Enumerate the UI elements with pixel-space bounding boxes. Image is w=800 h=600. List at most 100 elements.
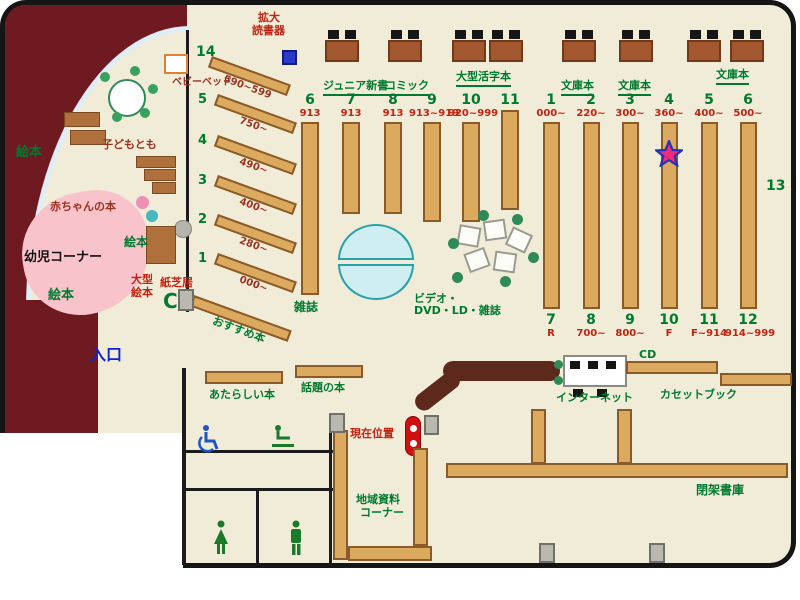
shelf-number: 4 bbox=[198, 133, 208, 148]
bookshelf bbox=[542, 122, 560, 309]
stool bbox=[554, 360, 563, 369]
bunko-label-c: 文庫本 bbox=[716, 68, 749, 85]
chair bbox=[492, 30, 503, 39]
bookshelf bbox=[582, 122, 600, 309]
shelf-range: R bbox=[547, 328, 555, 339]
ehon-label-top: 絵本 bbox=[16, 145, 43, 160]
cassette-shelf bbox=[720, 373, 792, 386]
bookshelf bbox=[295, 365, 363, 378]
computer bbox=[570, 361, 580, 369]
av-label-2: DVD・LD・雑誌 bbox=[414, 304, 501, 317]
shelf-range: 800~ bbox=[615, 328, 645, 339]
bookshelf bbox=[301, 122, 319, 295]
baby-changing-icon bbox=[270, 422, 296, 452]
bookshelf bbox=[333, 430, 348, 560]
reading-table bbox=[489, 40, 523, 62]
shelf-number-14: 14 bbox=[196, 44, 216, 60]
bookshelf-long bbox=[446, 463, 788, 478]
chair bbox=[622, 30, 633, 39]
star-marker-icon bbox=[653, 138, 685, 168]
av-carrel-desk bbox=[482, 218, 508, 242]
shelf-column: 4 360~ bbox=[646, 93, 692, 309]
shelf-range: 360~ bbox=[654, 108, 684, 119]
chair bbox=[750, 30, 761, 39]
yoji-corner-label: 幼児コーナー bbox=[24, 250, 103, 265]
shelf-column: 11 bbox=[487, 93, 533, 210]
kids-stool bbox=[140, 108, 150, 118]
shelf-number: 5 bbox=[704, 92, 714, 108]
reading-table bbox=[687, 40, 721, 62]
shelf-column: 5 400~ bbox=[686, 93, 732, 309]
av-label-1: ビデオ・ bbox=[414, 292, 458, 305]
shelf-column: 10 920~999 bbox=[448, 92, 499, 222]
shelf-range: 914~999 bbox=[725, 328, 776, 339]
kids-bench bbox=[70, 130, 106, 145]
shelf-range: 000~ bbox=[536, 108, 566, 119]
reading-table bbox=[562, 40, 596, 62]
shelf-range: 700~ bbox=[576, 328, 606, 339]
kids-steps bbox=[144, 169, 176, 181]
kids-bench bbox=[64, 112, 100, 127]
shelf-column-label: 7 R bbox=[528, 313, 574, 340]
shelf-number: 1 bbox=[546, 92, 556, 108]
shelf-range: F bbox=[665, 328, 673, 339]
shelf-13-label: 13 bbox=[766, 178, 786, 194]
shelf-number: 9 bbox=[625, 312, 635, 328]
kids-stool bbox=[148, 84, 158, 94]
chair bbox=[707, 30, 718, 39]
shelf-column: 3 300~ bbox=[607, 93, 653, 309]
cd-shelf bbox=[626, 361, 718, 374]
shelf-number: 6 bbox=[305, 92, 315, 108]
shelf-number: 6 bbox=[743, 92, 753, 108]
shelf-number: 10 bbox=[461, 92, 481, 108]
door-swing-mark: C bbox=[163, 289, 178, 313]
shelf-number: 11 bbox=[500, 92, 520, 108]
male-restroom-icon bbox=[286, 520, 306, 558]
av-stool bbox=[478, 210, 489, 221]
bunko-label-a: 文庫本 bbox=[561, 79, 594, 96]
shelf-number: 3 bbox=[625, 92, 635, 108]
ehon-label-bottom: 絵本 bbox=[48, 288, 75, 303]
internet-desk bbox=[563, 355, 627, 387]
kids-pink-stool bbox=[136, 196, 149, 209]
shelf-column: 6 500~ bbox=[725, 93, 771, 309]
baby-bed-label: ベビーベッド bbox=[172, 77, 232, 88]
cd-label: CD bbox=[639, 348, 657, 361]
pillar bbox=[329, 413, 345, 433]
av-stool bbox=[448, 238, 459, 249]
reading-table bbox=[730, 40, 764, 62]
kids-steps bbox=[152, 182, 176, 194]
entrance-label: 入口 bbox=[90, 345, 123, 364]
shelf-number: 10 bbox=[659, 312, 679, 328]
bookshelf bbox=[739, 122, 757, 309]
shelf-range: 913 bbox=[299, 108, 321, 119]
shelf-number: 8 bbox=[586, 312, 596, 328]
chair bbox=[408, 30, 419, 39]
computer bbox=[606, 361, 616, 369]
bookshelf bbox=[531, 409, 546, 464]
wall-toilet-v2 bbox=[256, 488, 259, 565]
local-materials-label-2: コーナー bbox=[360, 506, 404, 519]
kids-round-table bbox=[108, 79, 146, 117]
chair bbox=[573, 389, 583, 397]
chair bbox=[472, 30, 483, 39]
shelf-number: 2 bbox=[586, 92, 596, 108]
bookshelf bbox=[342, 122, 360, 214]
shelf-range: 920~999 bbox=[448, 108, 499, 119]
kodomotomo-label: 子どもとも bbox=[102, 138, 157, 151]
comic-label: コミック bbox=[385, 79, 429, 96]
shelf-number: 11 bbox=[699, 312, 719, 328]
magnifier-device bbox=[282, 50, 297, 65]
shelf-number: 8 bbox=[388, 92, 398, 108]
kids-steps bbox=[136, 156, 176, 168]
kids-stool bbox=[100, 72, 110, 82]
wall-children-right bbox=[186, 30, 189, 312]
closed-stacks-label: 閉架書庫 bbox=[696, 483, 745, 497]
shelf-number: 9 bbox=[427, 92, 437, 108]
shelf-column: 8 913 bbox=[370, 93, 416, 214]
baby-bed bbox=[164, 54, 188, 74]
av-carrel-desk bbox=[456, 224, 482, 248]
shelf-number: 7 bbox=[546, 312, 556, 328]
shelf-column-label: 12 914~999 bbox=[725, 313, 776, 340]
